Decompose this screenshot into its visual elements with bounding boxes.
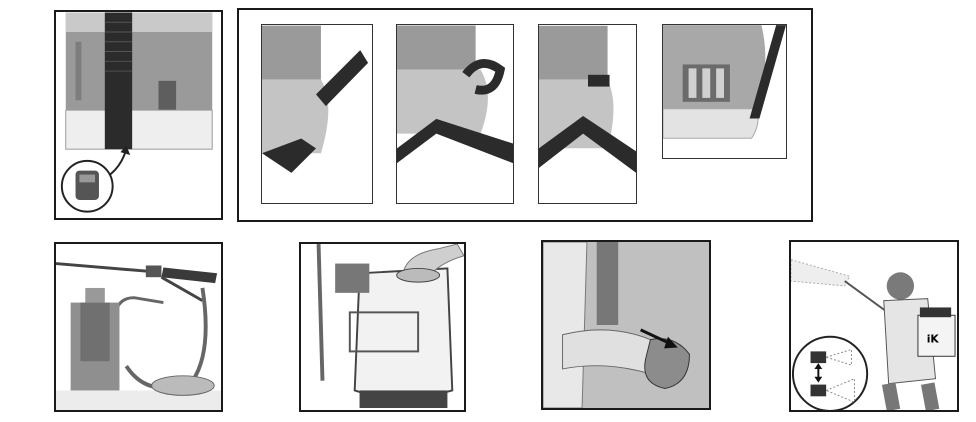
strap-step-1 <box>261 24 373 204</box>
panel-adjust-strap <box>541 240 711 410</box>
brand-logo-text: iK <box>927 333 940 346</box>
panel-filling-tank <box>299 242 466 412</box>
panel-spraying-operator: iK <box>789 240 959 412</box>
nozzle-adjust-inset <box>793 337 867 410</box>
strap-step-2 <box>396 24 514 204</box>
illustration-adjust-strap <box>543 242 709 408</box>
illustration-strap-base <box>56 12 221 218</box>
illustration-lance-assembly <box>56 244 221 410</box>
illustration-strap-step-3 <box>539 25 636 203</box>
illustration-strap-step-1 <box>262 25 372 203</box>
illustration-filling-tank <box>301 244 464 410</box>
strap-step-3 <box>538 24 637 204</box>
strap-step-4 <box>662 24 787 159</box>
panel-lance-assembly <box>54 242 223 412</box>
illustration-strap-step-2 <box>397 25 513 203</box>
illustration-spraying-operator: iK <box>791 242 957 410</box>
panel-strap-attach-base <box>54 10 223 220</box>
illustration-strap-step-4 <box>663 25 786 158</box>
